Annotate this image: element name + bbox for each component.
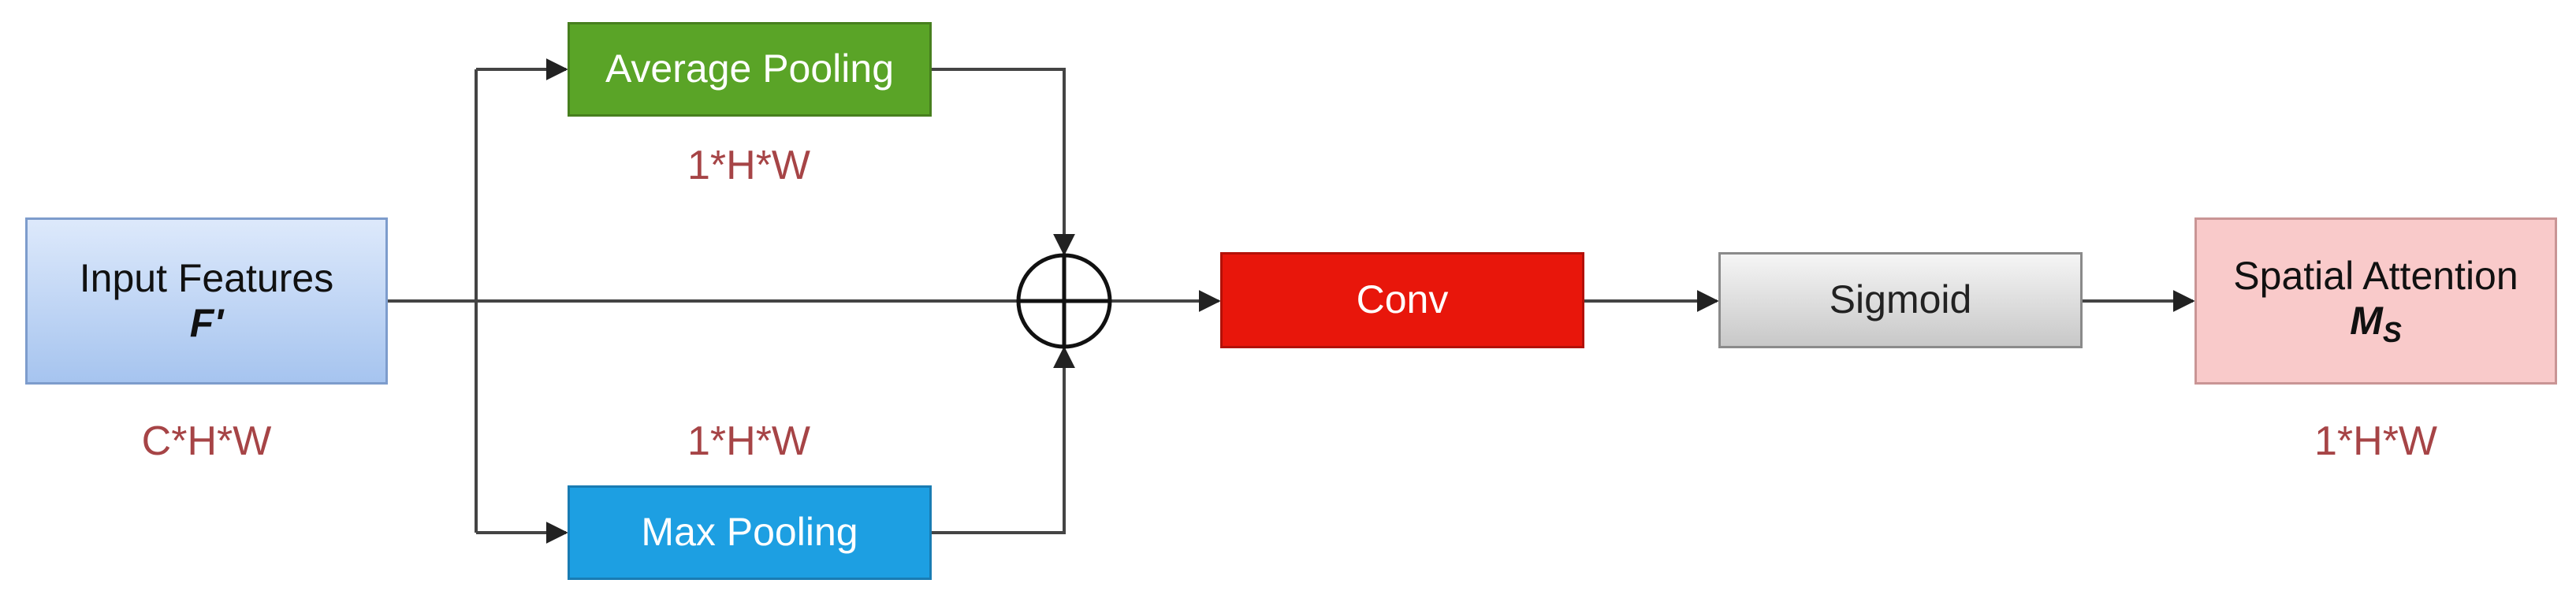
max-pooling-label: Max Pooling bbox=[641, 510, 858, 555]
spatial-attention-node: Spatial Attention MS bbox=[2194, 217, 2557, 385]
edge-avg-pooling-to-sum bbox=[932, 68, 1075, 256]
average-pooling-label: Average Pooling bbox=[605, 46, 894, 91]
input-dims-label: C*H*W bbox=[141, 418, 272, 464]
spatial-dims-label: 1*H*W bbox=[2314, 418, 2438, 464]
edge-max-pooling-to-sum bbox=[932, 346, 1075, 534]
conv-label: Conv bbox=[1356, 277, 1449, 322]
spatial-attention-symbol-main: M bbox=[2350, 299, 2383, 344]
element-wise-sum-icon bbox=[1016, 253, 1112, 349]
input-features-symbol: F' bbox=[189, 301, 224, 345]
input-features-node: Input Features F' bbox=[25, 217, 388, 385]
sigmoid-label: Sigmoid bbox=[1829, 277, 1972, 322]
input-features-label: Input Features bbox=[79, 255, 334, 300]
average-pooling-node: Average Pooling bbox=[568, 22, 932, 117]
avg-pooling-dims-label: 1*H*W bbox=[687, 143, 811, 188]
conv-node: Conv bbox=[1220, 252, 1584, 348]
max-pooling-node: Max Pooling bbox=[568, 485, 932, 580]
spatial-attention-symbol-sub: S bbox=[2382, 316, 2402, 349]
spatial-attention-symbol: MS bbox=[2350, 299, 2402, 348]
sigmoid-node: Sigmoid bbox=[1718, 252, 2083, 348]
max-pooling-dims-label: 1*H*W bbox=[687, 418, 811, 464]
spatial-attention-label: Spatial Attention bbox=[2233, 253, 2518, 298]
